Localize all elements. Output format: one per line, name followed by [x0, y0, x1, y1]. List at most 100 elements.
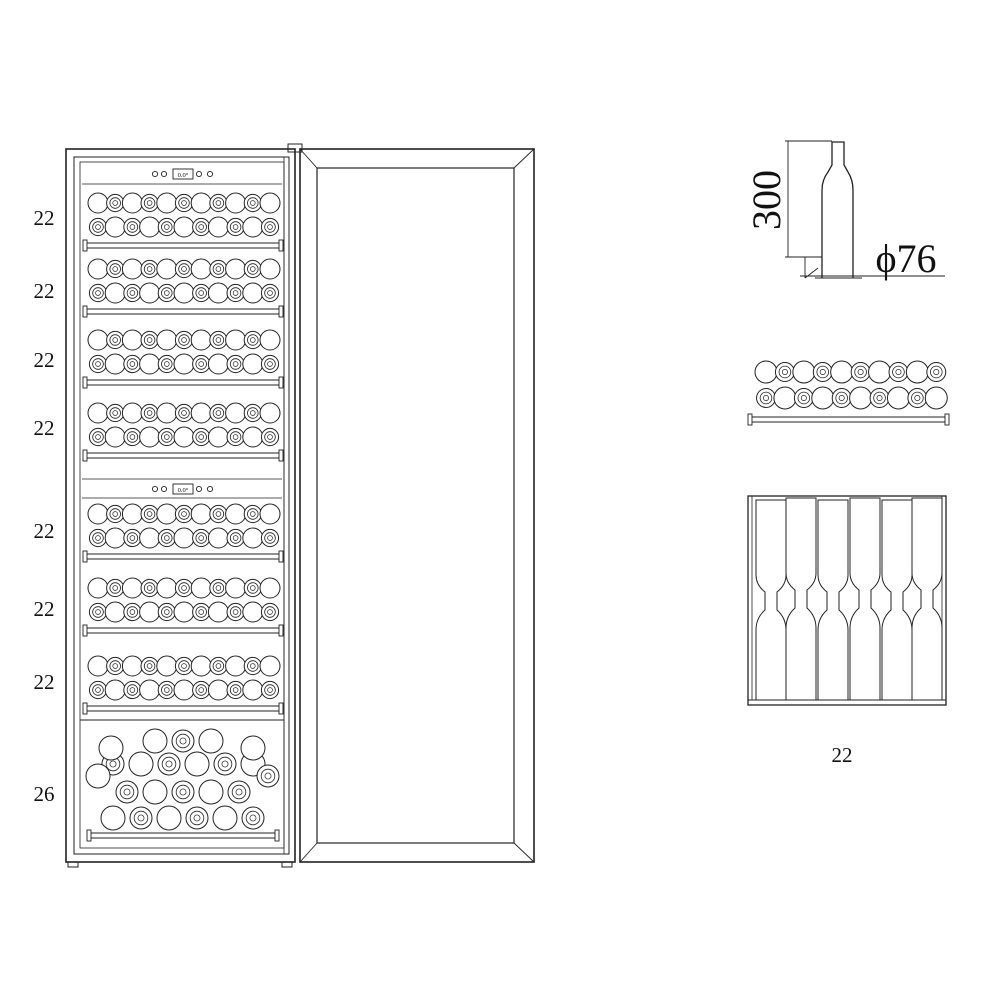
- bottle-cork: [781, 369, 788, 375]
- bottle-cork: [193, 814, 201, 822]
- bottle-height-label: 300: [744, 170, 789, 230]
- bottle-cork: [198, 224, 204, 230]
- bottle-base: [156, 503, 178, 525]
- bottle-base: [207, 216, 229, 238]
- bottle-cork: [181, 410, 187, 416]
- side-bottle-1: [755, 499, 787, 701]
- upper-control-panel: 0.0°: [82, 168, 282, 185]
- bottle-cork: [129, 687, 136, 693]
- bottle-base: [225, 655, 247, 677]
- bottle-cork: [267, 535, 273, 541]
- shelf-1: [82, 192, 284, 252]
- bottle-cork: [232, 361, 239, 367]
- bottle-base: [198, 779, 224, 805]
- bottle-base: [173, 216, 195, 238]
- shelf-label-8: 26: [34, 782, 55, 806]
- bottle-base: [868, 360, 892, 384]
- bottle-cork: [267, 434, 273, 440]
- bottle-base: [173, 601, 195, 623]
- bottle-cork: [267, 224, 273, 230]
- bottle-cork: [112, 266, 118, 272]
- bottle-cork: [179, 788, 187, 796]
- shelf-2: [82, 258, 284, 318]
- bottle-cork: [250, 337, 256, 343]
- shelf-front-detail: [747, 360, 950, 426]
- bottle-cork: [146, 511, 153, 517]
- bottle-cork: [267, 687, 273, 693]
- shelf-end: [278, 305, 284, 318]
- shelf-end: [278, 550, 284, 563]
- bottle-base: [259, 503, 281, 525]
- shelf-end: [274, 829, 280, 842]
- side-bottle-5: [881, 499, 913, 701]
- shelf-end: [82, 550, 88, 563]
- bottle-cork: [164, 290, 170, 296]
- bottle-cork: [123, 788, 131, 796]
- bottle-base: [100, 805, 126, 831]
- side-bottle-outline: [755, 499, 787, 701]
- bottle-base: [225, 258, 247, 280]
- shelf-4: [82, 402, 284, 462]
- bottle-base: [190, 329, 212, 351]
- side-view-capacity-label: 22: [832, 743, 853, 767]
- side-bottle-3: [817, 499, 849, 701]
- bottle-cork: [146, 266, 153, 272]
- bottle-cork: [164, 434, 170, 440]
- bottle-cork: [198, 609, 204, 615]
- bottle-cork: [232, 535, 239, 541]
- bottle-base: [242, 426, 264, 448]
- bottle-cork: [112, 585, 118, 591]
- side-bottle-outline: [849, 497, 881, 701]
- bottle-cork: [95, 535, 101, 541]
- bottle-base: [156, 805, 182, 831]
- shelf-end: [278, 376, 284, 389]
- bottle-cork: [198, 434, 204, 440]
- bottle-base: [225, 503, 247, 525]
- side-bottle-6: [911, 497, 943, 701]
- bottle-cork: [221, 760, 229, 768]
- bottle-base: [173, 282, 195, 304]
- bottle-base: [259, 655, 281, 677]
- bottle-base: [142, 728, 168, 754]
- bottle-base: [156, 258, 178, 280]
- bottle-base: [225, 402, 247, 424]
- bottle-cork: [198, 535, 204, 541]
- bottle-cork: [267, 361, 273, 367]
- shelf-end: [278, 624, 284, 637]
- bottle-cork: [215, 200, 222, 206]
- bottle-cork: [800, 395, 807, 401]
- bottle-cork: [215, 585, 222, 591]
- shelf-label-1: 22: [34, 206, 55, 230]
- cabinet-shelves: [80, 192, 284, 842]
- bottle-base: [142, 779, 168, 805]
- bottle-cork: [838, 395, 845, 401]
- bottle-diameter-label: ϕ76: [875, 236, 936, 281]
- bottle-cork: [232, 224, 239, 230]
- bottle-base: [811, 386, 835, 410]
- bottle-cork: [914, 395, 921, 401]
- bottle-base: [87, 192, 109, 214]
- bottle-base: [792, 360, 816, 384]
- bottle-cork: [215, 511, 222, 517]
- bottle-cork: [876, 395, 883, 401]
- bottle-cork: [181, 266, 187, 272]
- shelf-7: [82, 655, 284, 715]
- bottle-base: [207, 679, 229, 701]
- bottle-cork: [181, 337, 187, 343]
- bottle-cork: [181, 511, 187, 517]
- bottle-base: [85, 763, 111, 789]
- bottle-base: [190, 258, 212, 280]
- bottle-cork: [198, 687, 204, 693]
- bottle-cork: [763, 395, 769, 401]
- bottle-cork: [164, 361, 170, 367]
- bottle-cork: [95, 290, 101, 296]
- bottle-cork: [165, 760, 173, 768]
- bottle-base: [128, 751, 154, 777]
- bottle-base: [225, 192, 247, 214]
- bottle-base: [242, 527, 264, 549]
- bottle-base: [139, 426, 161, 448]
- bottle-base: [98, 735, 124, 761]
- bottle-cork: [112, 663, 118, 669]
- bottle-base: [104, 601, 126, 623]
- bottle-base: [754, 360, 778, 384]
